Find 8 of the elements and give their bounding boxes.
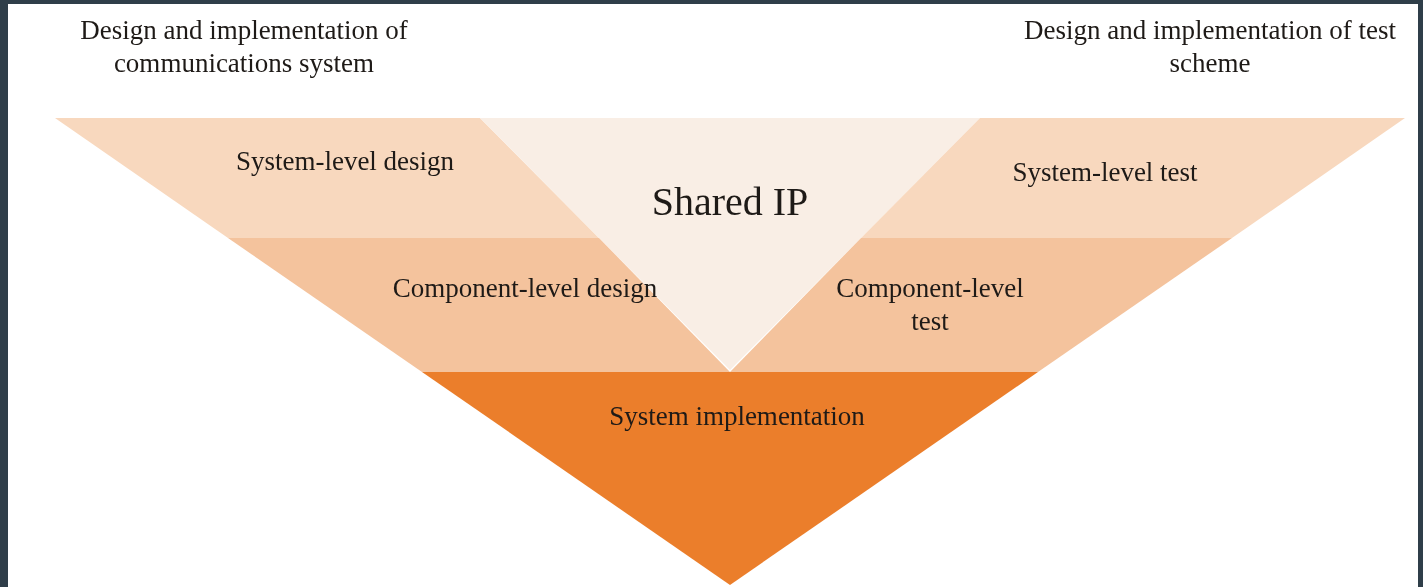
stage-label: Component-level design bbox=[391, 272, 659, 305]
stage-label: System-level test bbox=[1011, 156, 1199, 189]
side-heading: Design and implementation of test scheme bbox=[1023, 14, 1397, 80]
stage-label: Component-level test bbox=[835, 272, 1025, 338]
side-heading: Design and implementation of communications system bbox=[79, 14, 409, 80]
stage-label: Shared IP bbox=[650, 178, 810, 226]
stage-label: System implementation bbox=[608, 400, 866, 433]
stage-label: System-level design bbox=[234, 145, 456, 178]
